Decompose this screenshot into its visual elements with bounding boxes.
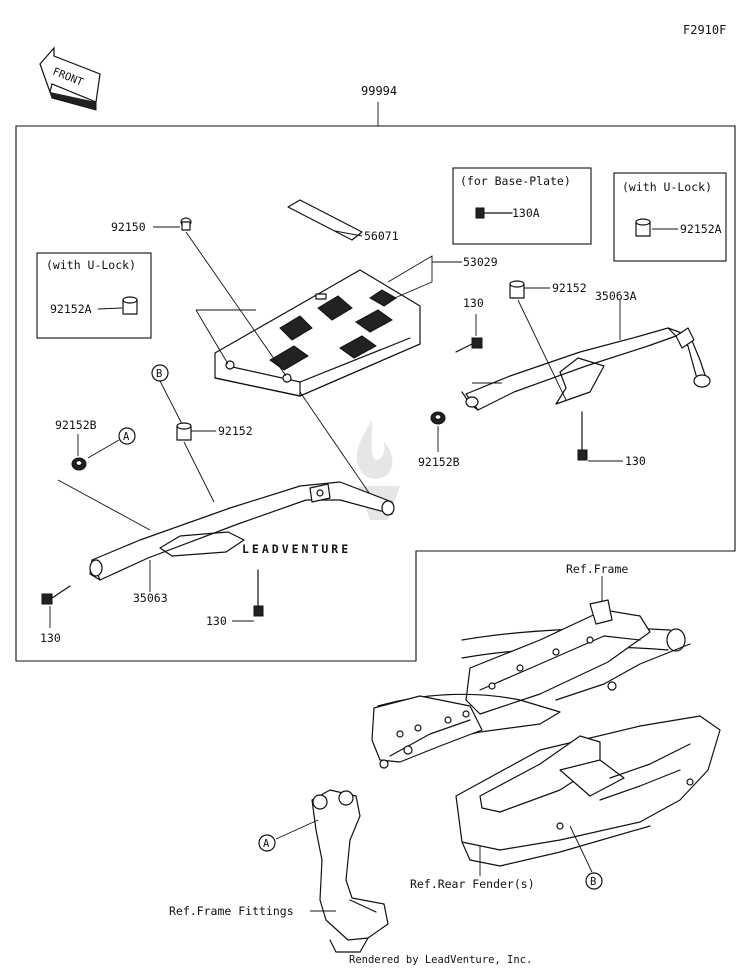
guide-line-plate-bottom [299,391,379,507]
kit-number-label: 99994 [361,84,397,98]
front-arrow-icon: FRONT [39,46,101,111]
watermark-text: LEADVENTURE [242,542,351,556]
rear-fender-reference-icon [455,715,721,867]
leader-marker-a-top [87,439,120,459]
frame-fittings-reference-icon [311,789,389,953]
callout-130-top: 130 [463,296,484,310]
spacer-92152B-right-icon [430,411,446,425]
callout-130-right: 130 [625,454,646,468]
rail-35063A-icon [461,327,711,411]
kit-boundary-frame [15,125,736,662]
callout-92152B-left: 92152B [55,418,97,432]
rail-35063-icon [89,481,395,581]
leader-92152A-left [97,307,123,310]
guide-line-plate-left-b [195,309,229,365]
subframe-reference-icon [371,599,691,769]
spacer-92152-top-icon [509,280,525,299]
bolt-130-bottom-icon [253,569,264,617]
leader-marker-b-bottom [569,825,593,873]
marker-b-top-label: B [156,368,162,380]
guide-line-92152-top [517,299,567,401]
guide-line-rail-left [57,479,151,531]
callout-92152-left: 92152 [218,424,253,438]
callout-56071: 56071 [364,229,399,243]
marker-b-bottom [585,872,603,890]
note-box-base-plate [452,167,592,245]
bolt-130-left-icon [41,585,71,605]
spacer-92152A-right-icon [635,218,651,237]
note-u-lock-left: (with U-Lock) [46,258,136,272]
callout-ref-frame-fittings: Ref.Frame Fittings [169,904,294,918]
spacer-92152A-left-icon [122,296,138,315]
callout-35063A: 35063A [595,289,637,303]
leader-53029 [387,255,433,301]
bolt-130-top-icon [455,337,483,353]
guide-line-92150 [185,231,287,377]
note-box-u-lock-left [36,252,152,339]
callout-35063: 35063 [133,591,168,605]
callout-ref-rear-fender: Ref.Rear Fender(s) [410,877,535,891]
callout-92152A-left: 92152A [50,302,92,316]
bolt-130A-icon [475,207,513,219]
spacer-92152-left-icon [176,422,192,441]
callout-92152B-right: 92152B [418,455,460,469]
callout-92152-top: 92152 [552,281,587,295]
marker-a-bottom-label: A [263,838,270,850]
spacer-92152B-left-icon [71,457,87,471]
note-box-u-lock-right [613,172,727,262]
callout-92152A-right: 92152A [680,222,722,236]
marker-a-top-label: A [123,431,130,443]
bolt-130-right-icon [577,411,588,461]
callout-130-left: 130 [40,631,61,645]
marker-a-top [118,427,136,445]
leader-marker-b-top [159,380,183,425]
carrier-plate-53029-icon [214,269,421,397]
note-u-lock-right: (with U-Lock) [622,180,712,194]
callout-ref-frame: Ref.Frame [566,562,628,576]
footer-credit: Rendered by LeadVenture, Inc. [349,954,532,966]
figure-code: F2910F [683,23,726,37]
sticker-56071-icon [287,199,363,241]
leader-56071 [334,230,363,237]
marker-b-bottom-label: B [590,876,596,888]
marker-a-bottom [258,834,276,852]
callout-53029: 53029 [463,255,498,269]
leader-marker-a-bottom [275,819,319,840]
guide-line-92152-left [183,441,215,503]
callout-130-bottom: 130 [206,614,227,628]
note-base-plate: (for Base-Plate) [460,174,571,188]
callout-130A: 130A [512,206,540,220]
plug-92150-icon [180,217,192,231]
callout-92150: 92150 [111,220,146,234]
